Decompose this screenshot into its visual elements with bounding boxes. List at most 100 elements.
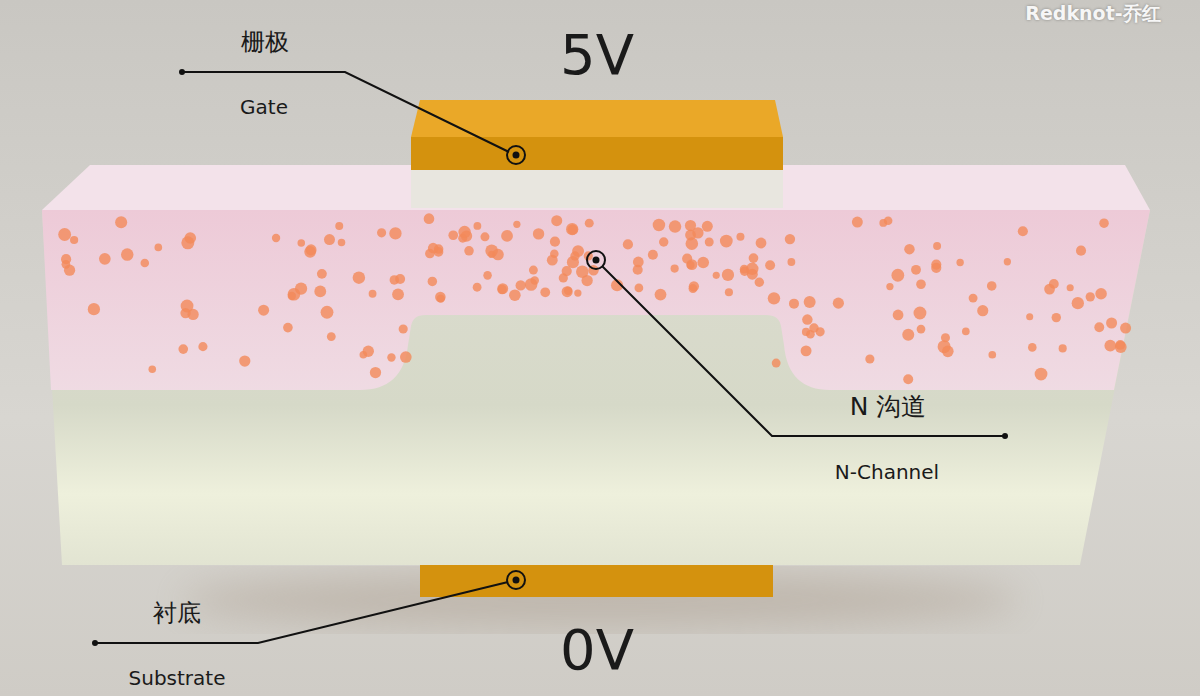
electron	[785, 234, 795, 244]
substrate-body	[42, 210, 1150, 565]
electron	[424, 213, 435, 224]
electron	[942, 346, 954, 358]
electron	[736, 233, 744, 241]
electron	[585, 219, 594, 228]
electron	[689, 281, 699, 291]
electron	[58, 228, 71, 241]
substrate-contact	[420, 565, 773, 597]
electron	[149, 366, 157, 374]
leader-line	[95, 582, 508, 643]
electron	[377, 228, 386, 237]
electron	[1004, 258, 1011, 265]
electron	[181, 236, 194, 249]
electron	[914, 307, 927, 320]
leader-line	[602, 266, 1005, 436]
electron	[809, 323, 818, 332]
electron	[335, 222, 343, 230]
electron	[317, 269, 327, 279]
electron	[492, 249, 504, 261]
electron	[768, 292, 780, 304]
electron	[725, 288, 733, 296]
electron	[140, 259, 149, 268]
electron	[804, 296, 816, 308]
electron	[298, 239, 306, 247]
electron	[633, 265, 643, 275]
electron	[1076, 246, 1086, 256]
electron	[61, 254, 71, 264]
electron	[461, 230, 472, 241]
electron	[977, 305, 988, 316]
leader-marker	[507, 571, 525, 589]
electron	[288, 292, 296, 300]
electron	[1059, 344, 1067, 352]
electron	[1067, 284, 1074, 291]
electron	[833, 298, 844, 309]
electron	[562, 266, 572, 276]
electron	[765, 260, 775, 270]
electron	[801, 345, 812, 356]
electron	[865, 354, 874, 363]
part-name: Substrate	[129, 667, 226, 689]
electron	[933, 242, 941, 250]
electron	[956, 259, 963, 266]
electron	[1026, 313, 1033, 320]
leader-marker	[587, 251, 605, 269]
electron	[746, 263, 758, 275]
electron	[239, 355, 250, 366]
electron	[392, 288, 404, 300]
electron	[987, 281, 997, 291]
electron	[1106, 317, 1117, 328]
substrate-top-face	[42, 165, 1150, 210]
electron	[705, 238, 714, 247]
part-name: Gate	[240, 96, 288, 118]
electron	[360, 351, 368, 359]
electron	[891, 269, 904, 282]
electron	[574, 289, 581, 296]
electron	[473, 222, 481, 230]
electron	[1099, 218, 1108, 227]
electron	[1095, 288, 1107, 300]
electron	[1028, 343, 1037, 352]
electron	[671, 264, 679, 272]
electron	[931, 259, 941, 269]
electron	[749, 253, 759, 263]
electron	[659, 237, 668, 246]
electron	[525, 278, 538, 291]
electron	[893, 310, 904, 321]
electron	[852, 217, 863, 228]
electron	[387, 353, 395, 361]
leader-marker	[507, 146, 525, 164]
electron	[755, 278, 764, 287]
electron	[529, 266, 538, 275]
electron	[772, 359, 781, 368]
electron	[178, 344, 188, 354]
electron	[306, 244, 317, 255]
electron	[198, 342, 207, 351]
electron	[655, 289, 667, 301]
electron	[1052, 313, 1061, 322]
electron	[99, 253, 111, 265]
electron	[787, 258, 795, 266]
electron	[516, 280, 526, 290]
electron	[566, 223, 578, 235]
electron	[338, 239, 346, 247]
electron	[288, 288, 301, 301]
electron	[497, 283, 508, 294]
electron	[969, 294, 978, 303]
gate-oxide	[411, 170, 783, 208]
voltage-label: 0V	[560, 619, 634, 681]
electron	[547, 255, 558, 266]
electron	[121, 248, 134, 261]
gate-electrode	[411, 137, 783, 170]
electron	[187, 309, 198, 320]
electron	[64, 265, 75, 276]
electron	[369, 290, 377, 298]
electron	[988, 351, 996, 359]
electron	[435, 292, 446, 303]
electron	[1044, 284, 1055, 295]
voltage-label: 5V	[560, 24, 634, 86]
electron	[550, 237, 560, 247]
electron	[533, 228, 544, 239]
electron	[903, 374, 913, 384]
